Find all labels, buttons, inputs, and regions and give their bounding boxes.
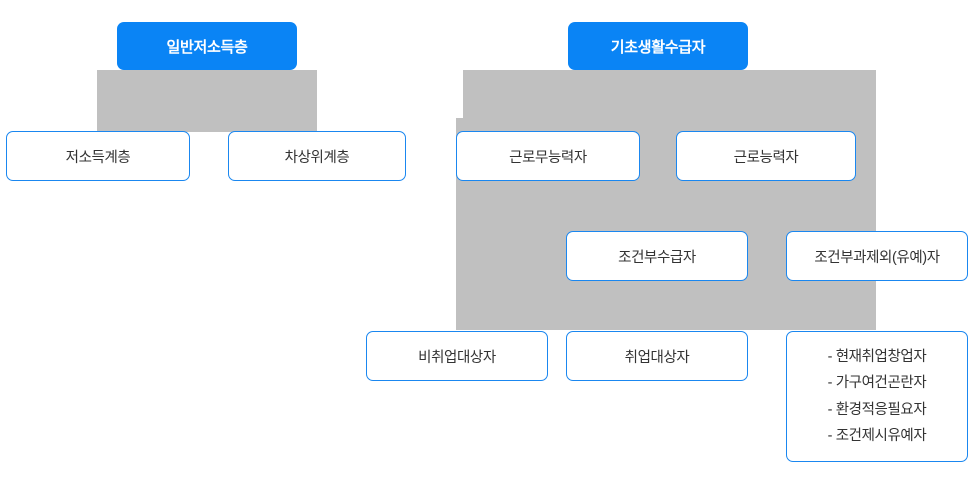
node-condition-exempt-details[interactable]: - 현재취업창업자 - 가구여건곤란자 - 환경적응필요자 - 조건제시유예자	[786, 331, 968, 462]
node-condition-exempt-label: 조건부과제외(유예)자	[814, 249, 940, 266]
node-employment-target[interactable]: 취업대상자	[566, 331, 748, 381]
header-general-low-income[interactable]: 일반저소득층	[117, 22, 297, 70]
node-work-capable[interactable]: 근로능력자	[676, 131, 856, 181]
header-general-low-income-label: 일반저소득층	[166, 38, 248, 56]
node-non-employment-target[interactable]: 비취업대상자	[366, 331, 548, 381]
node-low-income-class[interactable]: 저소득계층	[6, 131, 190, 181]
list-item: - 조건제시유예자	[827, 428, 927, 444]
node-work-incapable[interactable]: 근로무능력자	[456, 131, 640, 181]
node-condition-exempt[interactable]: 조건부과제외(유예)자	[786, 231, 968, 281]
node-non-employment-target-label: 비취업대상자	[418, 349, 496, 366]
list-item: - 가구여건곤란자	[827, 375, 927, 391]
header-basic-livelihood-recipient[interactable]: 기초생활수급자	[568, 22, 748, 70]
header-basic-livelihood-recipient-label: 기초생활수급자	[610, 38, 706, 56]
node-work-incapable-label: 근로무능력자	[509, 149, 587, 166]
node-work-capable-label: 근로능력자	[733, 149, 799, 166]
node-conditional-recipient-label: 조건부수급자	[618, 249, 696, 266]
left-branch-connector	[97, 70, 317, 132]
node-conditional-recipient[interactable]: 조건부수급자	[566, 231, 748, 281]
node-employment-target-label: 취업대상자	[624, 349, 690, 366]
node-near-poverty-class-label: 차상위계층	[284, 149, 350, 166]
list-item: - 환경적응필요자	[827, 401, 927, 418]
node-near-poverty-class[interactable]: 차상위계층	[228, 131, 406, 181]
node-low-income-class-label: 저소득계층	[65, 149, 131, 166]
list-item: - 현재취업창업자	[827, 348, 927, 365]
